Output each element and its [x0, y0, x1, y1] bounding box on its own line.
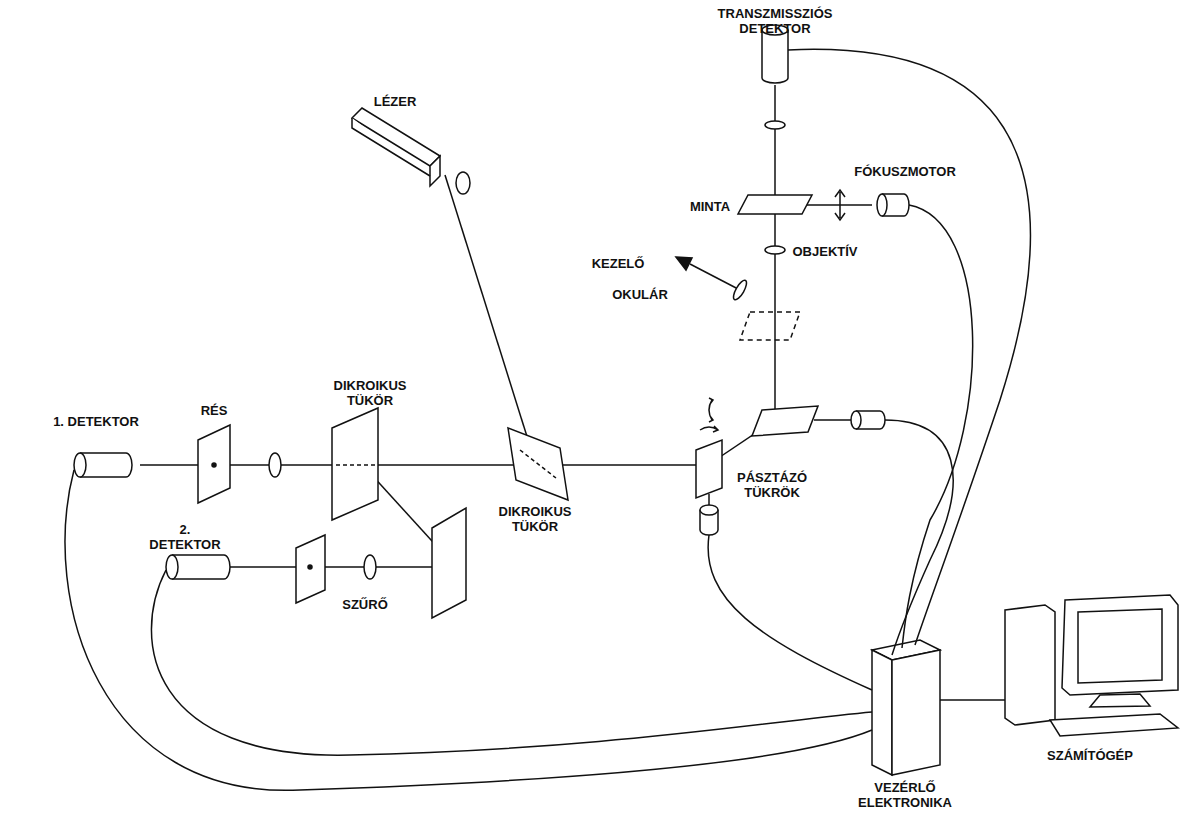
part-label: PÁSZTÁZÓ TÜKRÖK — [732, 470, 812, 500]
transmission-detector — [762, 25, 788, 129]
part-label: TRANSZMISSZIÓS DETEKTOR — [710, 6, 840, 36]
part-label: DIKROIKUS TÜKÖR — [495, 504, 575, 534]
laser — [352, 108, 440, 186]
part-label: 2. DETEKTOR — [148, 522, 222, 552]
part-label: RÉS — [201, 403, 228, 418]
arrow-head — [676, 257, 692, 270]
part-label: KEZELŐ — [592, 256, 645, 271]
objective-lens — [765, 246, 785, 254]
computer — [940, 595, 1178, 736]
part-label: OKULÁR — [612, 287, 668, 302]
focus-motor — [877, 194, 909, 216]
fold-mirror — [432, 508, 466, 618]
part-label: DIKROIKUS TÜKÖR — [330, 378, 410, 408]
focus-arrow — [835, 190, 845, 220]
eyepiece-lens — [731, 278, 749, 301]
part-label: OBJEKTÍV — [792, 244, 857, 259]
part-label: MINTA — [690, 199, 730, 214]
cable — [65, 49, 1030, 790]
part-label: 1. DETEKTOR — [53, 414, 139, 429]
detector-1 — [74, 453, 132, 477]
beam-path — [140, 85, 775, 567]
dichroic-mirror — [508, 428, 568, 500]
lens — [269, 453, 281, 477]
part-label: VEZÉRLŐ ELEKTRONIKA — [850, 780, 960, 810]
rotate-arrow — [709, 398, 713, 422]
part-label: SZŰRŐ — [342, 597, 388, 612]
sample-slide — [738, 195, 812, 214]
detector-2 — [166, 555, 230, 579]
part-label: FÓKUSZMOTOR — [854, 164, 956, 179]
control-box — [872, 640, 940, 775]
scan-mirror — [752, 406, 818, 436]
part-label: LÉZER — [374, 94, 417, 109]
scan-motor — [700, 505, 718, 535]
scan-mirror — [696, 440, 722, 498]
scan-motor — [851, 411, 885, 429]
rotate-arrow — [700, 426, 718, 432]
filter — [364, 555, 376, 579]
slit — [296, 535, 325, 603]
dichroic-mirror — [332, 408, 378, 520]
slit — [198, 425, 230, 503]
part-label: SZÁMÍTÓGÉP — [1047, 748, 1133, 763]
laser-lens — [456, 172, 470, 194]
flip-mirror — [740, 312, 800, 340]
